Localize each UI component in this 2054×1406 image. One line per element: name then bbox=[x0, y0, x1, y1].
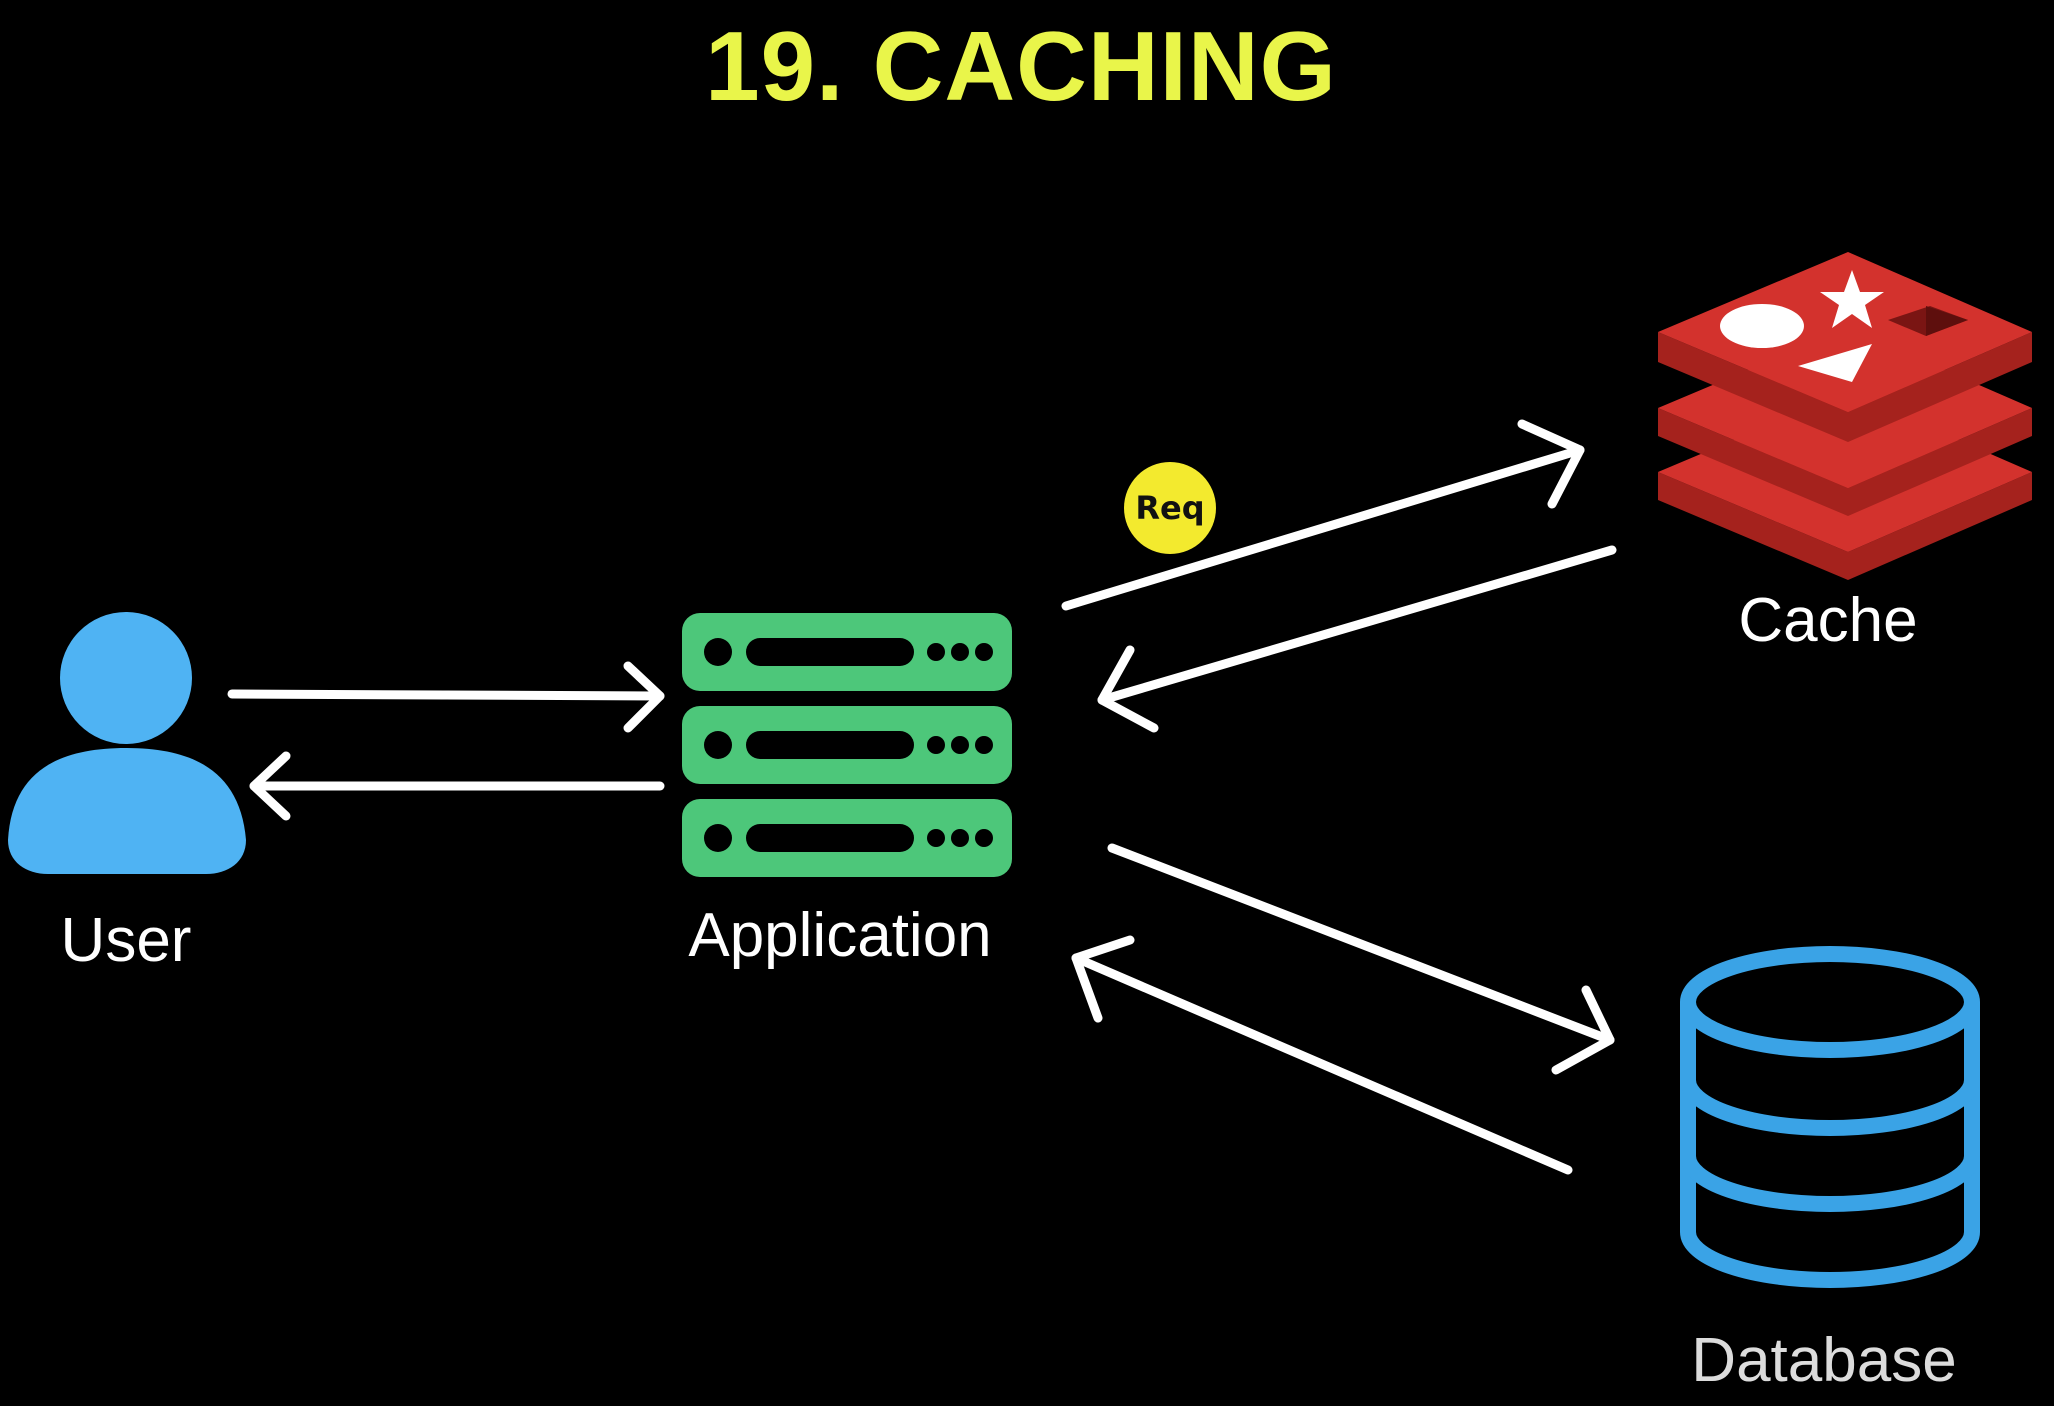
arrow-app-to-db bbox=[1107, 843, 1615, 1075]
application-label: Application bbox=[688, 901, 992, 970]
redis-icon bbox=[1658, 252, 2032, 580]
arrow-user-to-app bbox=[227, 661, 665, 733]
arrow-app-to-cache bbox=[1061, 419, 1585, 611]
req-badge: Req bbox=[1124, 462, 1216, 554]
database-label: Database bbox=[1691, 1326, 1957, 1395]
arrow-db-to-app bbox=[1071, 935, 1573, 1175]
page-title: 19. CACHING bbox=[705, 11, 1337, 121]
user-icon bbox=[8, 612, 246, 874]
cache-label: Cache bbox=[1738, 586, 1918, 655]
arrow-app-to-user bbox=[249, 751, 665, 821]
user-label: User bbox=[60, 906, 192, 975]
server-icon bbox=[682, 613, 1012, 877]
database-icon bbox=[1680, 946, 1980, 1288]
req-badge-label: Req bbox=[1135, 489, 1205, 527]
arrow-cache-to-app bbox=[1097, 545, 1617, 733]
